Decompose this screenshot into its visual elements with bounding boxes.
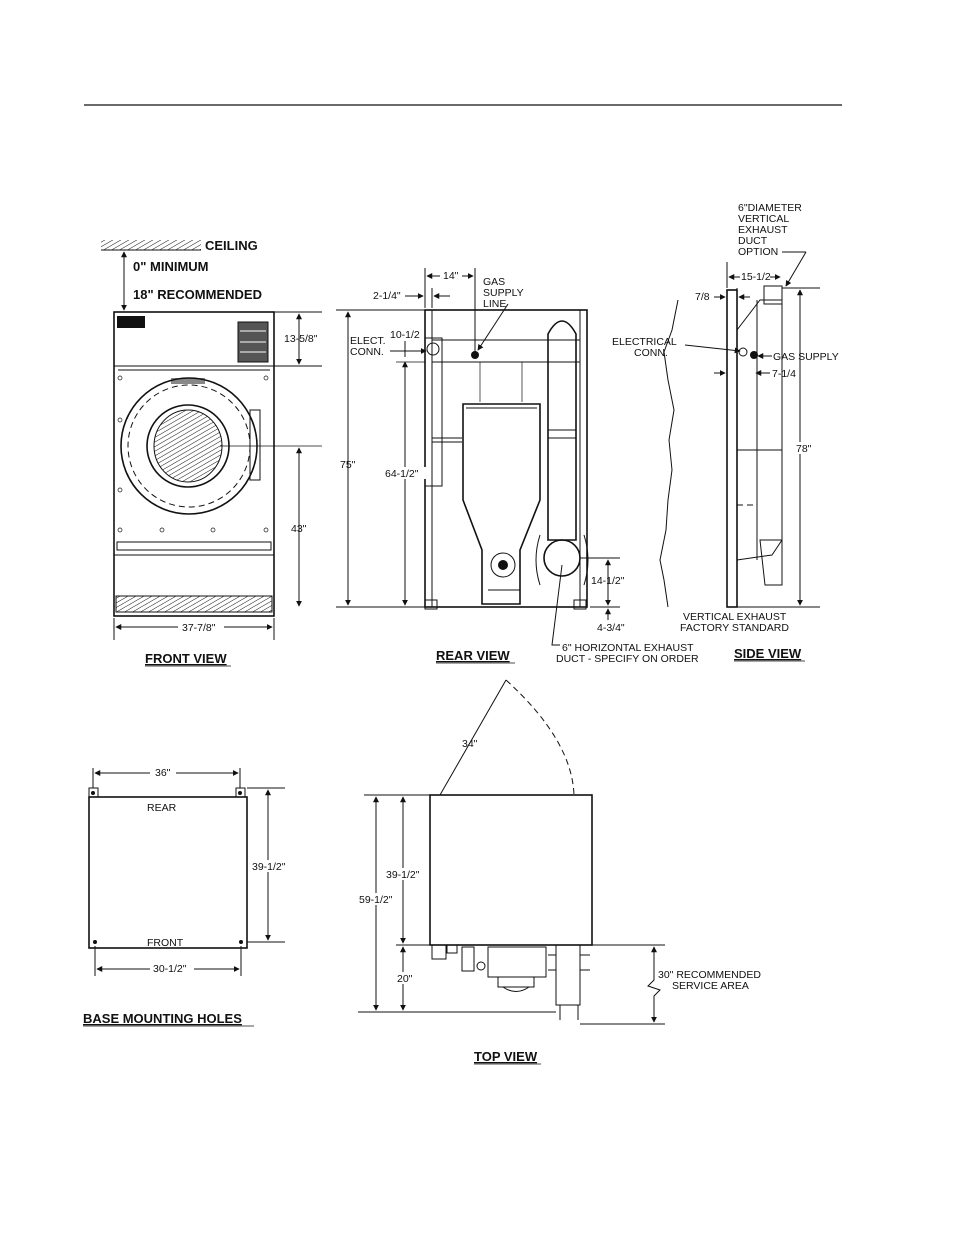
- rear-dim-4-3-4: 4-3/4": [597, 622, 625, 634]
- rear-motor-housing: [462, 403, 541, 605]
- front-door-glass: [153, 409, 223, 483]
- side-option-3: EXHAUST: [738, 224, 788, 236]
- rear-gas-line-2: SUPPLY: [483, 287, 524, 299]
- side-vertical-duct: [763, 285, 783, 305]
- rear-exhaust-duct: [547, 320, 577, 541]
- top-gas-valve: [431, 944, 447, 960]
- top-view: 34" 59-1/2" 39-1/2" 20" 30" RECOMMENDED …: [358, 679, 761, 1065]
- rear-dim-64-1-2: 64-1/2": [385, 468, 419, 480]
- rear-elect-conn-2: CONN.: [350, 346, 384, 358]
- front-dim-37-7-8: 37-7/8": [182, 622, 216, 634]
- base-hole-front-right: [239, 940, 243, 944]
- base-hole-rear-left: [91, 791, 95, 795]
- top-view-title: TOP VIEW: [474, 1049, 538, 1064]
- ceiling-min-label: 0" MINIMUM: [133, 259, 209, 274]
- side-dim-15-1-2: 15-1/2: [741, 271, 771, 283]
- top-dim-59-1-2: 59-1/2": [359, 894, 393, 906]
- base-outline: [88, 796, 248, 949]
- side-dim-7-8: 7/8: [695, 291, 710, 303]
- front-lint-drawer: [116, 541, 272, 551]
- top-door-swing: [505, 679, 575, 796]
- rear-dim-75: 75": [340, 459, 356, 471]
- rear-view: 75" 14": [336, 268, 699, 665]
- side-dim-7-1-4: 7-1/4: [772, 368, 796, 380]
- front-dim-13-5-8: 13-5/8": [284, 333, 318, 345]
- rear-exhaust-note-2: DUCT - SPECIFY ON ORDER: [556, 653, 699, 665]
- side-wall-break: [659, 299, 679, 608]
- rear-motor-fan: [490, 552, 516, 578]
- side-gas-supply-label: GAS SUPPLY: [773, 351, 839, 363]
- base-rear-label: REAR: [147, 802, 177, 814]
- front-door-handle: [249, 409, 261, 481]
- rear-exhaust-note-1: 6" HORIZONTAL EXHAUST: [562, 642, 694, 654]
- side-cabinet: [726, 289, 738, 608]
- base-dim-30-1-2: 30-1/2": [153, 963, 187, 975]
- top-motor: [487, 946, 547, 978]
- rear-dim-2-1-4: 2-1/4": [373, 290, 401, 302]
- side-option-5: OPTION: [738, 246, 778, 258]
- rear-dim-14: 14": [443, 270, 459, 282]
- side-dim-78: 78": [796, 443, 812, 455]
- front-dim-43: 43": [291, 523, 307, 535]
- base-mounting-title: BASE MOUNTING HOLES: [83, 1011, 242, 1026]
- base-dim-39-1-2: 39-1/2": [252, 861, 286, 873]
- top-dim-20: 20": [397, 973, 413, 985]
- rear-electrical-box: [424, 337, 443, 487]
- side-view-title: SIDE VIEW: [734, 646, 802, 661]
- front-kick-panel: [115, 595, 273, 613]
- front-logo-plate: [117, 316, 145, 328]
- ceiling-hatch: [101, 240, 201, 250]
- base-hole-rear-right: [238, 791, 242, 795]
- top-dim-34: 34": [462, 738, 478, 750]
- rear-view-title: REAR VIEW: [436, 648, 510, 663]
- top-exhaust-duct: [555, 944, 581, 1006]
- rear-elect-conn-1: ELECT.: [350, 335, 386, 347]
- top-dim-39-1-2: 39-1/2": [386, 869, 420, 881]
- side-vertical-std-1: VERTICAL EXHAUST: [683, 611, 787, 623]
- front-view-title: FRONT VIEW: [145, 651, 227, 666]
- rear-electrical-conn: [426, 342, 440, 356]
- side-elect-conn-1: ELECTRICAL: [612, 336, 677, 348]
- ceiling-recommended-label: 18" RECOMMENDED: [133, 287, 262, 302]
- side-elect-conn: [738, 347, 748, 357]
- rear-gas-line-1: GAS: [483, 276, 505, 288]
- top-cabinet: [429, 794, 593, 946]
- front-badge: [171, 378, 205, 384]
- side-option-2: VERTICAL: [738, 213, 789, 225]
- base-front-label: FRONT: [147, 937, 184, 949]
- ceiling-label: CEILING: [205, 238, 258, 253]
- front-view: 13-5/8" 43" 37-7/8" FRONT VIEW: [113, 311, 322, 667]
- side-option-4: DUCT: [738, 235, 768, 247]
- rear-dim-14-1-2: 14-1/2": [591, 575, 625, 587]
- top-service-1: 30" RECOMMENDED: [658, 969, 761, 981]
- side-elect-conn-2: CONN.: [634, 347, 668, 359]
- ceiling-block: CEILING 0" MINIMUM 18" RECOMMENDED: [101, 238, 262, 311]
- rear-gas-line-3: LINE: [483, 298, 506, 310]
- rear-exhaust-outlet: [543, 539, 581, 577]
- rear-dim-10-1-2: 10-1/2: [390, 329, 420, 341]
- side-view: 78" 6"DIAMETER VERTICAL EXHAUST DUCT OPT…: [612, 202, 839, 662]
- side-vertical-std-2: FACTORY STANDARD: [680, 622, 789, 634]
- front-cabinet: [113, 311, 275, 617]
- base-hole-front-left: [93, 940, 97, 944]
- side-option-1: 6"DIAMETER: [738, 202, 802, 214]
- base-dim-36: 36": [155, 767, 171, 779]
- side-gas-supply: [750, 351, 758, 359]
- base-mounting-view: 36" REAR FRONT 39-1/2" 30-1/2" BASE MOUN…: [83, 766, 290, 1027]
- top-service-2: SERVICE AREA: [672, 980, 749, 992]
- rear-gas-supply: [471, 351, 479, 359]
